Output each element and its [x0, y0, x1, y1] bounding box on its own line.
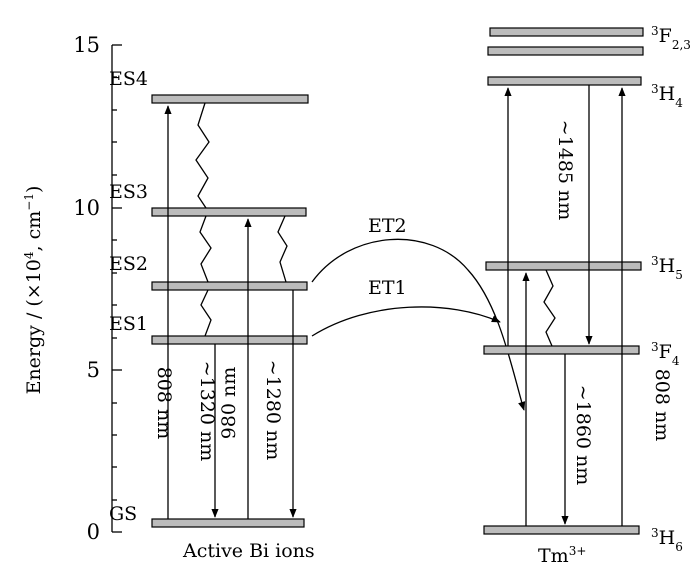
level-label: 3H5 [651, 254, 683, 282]
level-bar [151, 518, 305, 528]
level-bar [487, 46, 644, 56]
energy-axis: 15 10 5 0 [73, 33, 122, 544]
level-bar [151, 335, 308, 345]
energy-transfer-label: ET1 [368, 277, 407, 299]
tm-ion-label: Tm3+ [538, 544, 586, 567]
bi-levels [151, 94, 309, 528]
level-bar [151, 281, 308, 291]
tick-label: 10 [73, 196, 100, 220]
nonradiative-relaxation [195, 102, 210, 209]
transition-label: ~1280 nm [262, 360, 284, 461]
transition-label: 808 nm [153, 367, 175, 440]
level-label: 3H4 [651, 82, 683, 110]
level-bar [489, 27, 644, 37]
tick-label: 15 [73, 33, 100, 57]
transition-label: ~1320 nm [196, 361, 218, 462]
energy-transfer-arrow [311, 238, 526, 411]
transition-label: ~1485 nm [554, 120, 576, 221]
level-bar [483, 345, 640, 355]
transition-label: ~1860 nm [572, 385, 594, 486]
level-label: 3H6 [651, 526, 683, 554]
nonradiative-relaxation [200, 289, 212, 337]
level-bar [487, 76, 642, 86]
level-label: ES2 [109, 253, 148, 275]
transition-label: 980 nm [218, 367, 240, 440]
level-label: GS [109, 503, 137, 525]
nonradiative-relaxation [543, 269, 556, 347]
level-label: ES3 [109, 181, 148, 203]
transition-label: 808 nm [651, 369, 673, 442]
level-label: ES1 [109, 313, 148, 335]
tick-label: 5 [87, 358, 100, 382]
level-label: 3F4 [651, 340, 680, 368]
tm-levels [483, 27, 644, 535]
tick-label: 0 [87, 520, 100, 544]
nonradiative-relaxation [199, 215, 212, 283]
nonradiative-relaxation [277, 215, 288, 283]
y-axis-label: Energy / (×104, cm−1) [22, 186, 45, 395]
level-bar [485, 261, 642, 271]
bi-group-label: Active Bi ions [182, 540, 315, 562]
level-bar [483, 525, 640, 535]
level-bar [151, 94, 309, 104]
energy-transfer-label: ET2 [368, 215, 407, 237]
level-label: ES4 [109, 68, 148, 90]
energy-transfer-arrow [311, 306, 501, 337]
level-bar [151, 207, 307, 217]
level-label: 3F2,3 [651, 24, 691, 52]
